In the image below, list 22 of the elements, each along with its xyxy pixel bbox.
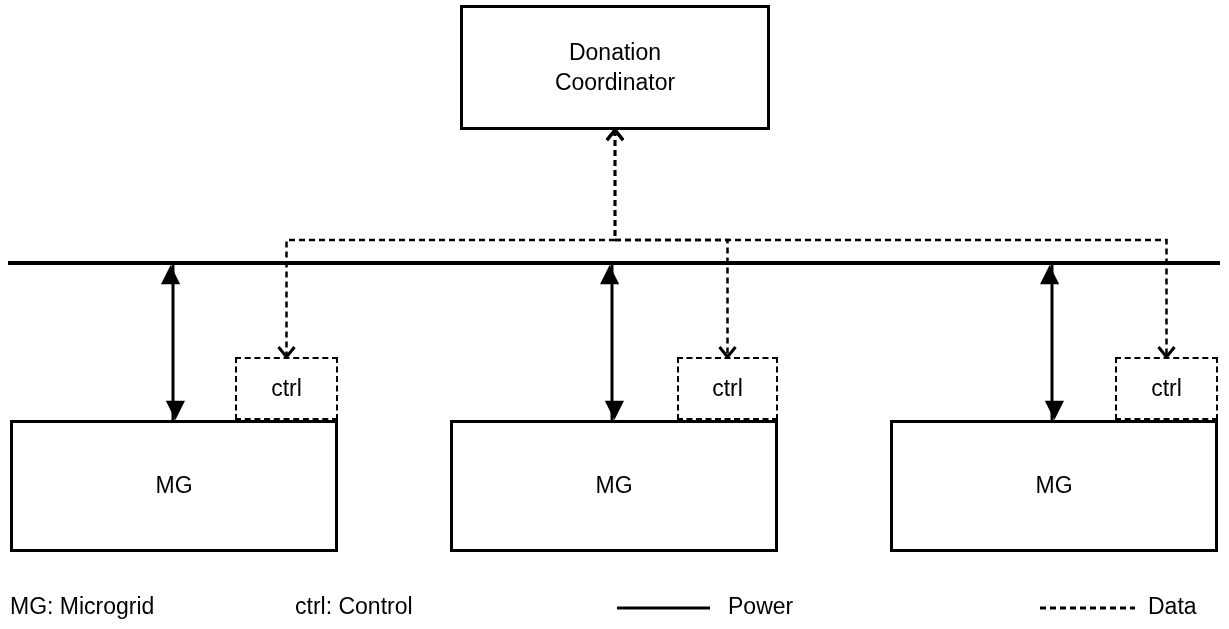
legend-label: Data: [1148, 593, 1197, 620]
control-box: [677, 357, 778, 420]
node-label: Donation Coordinator: [553, 37, 677, 97]
microgrid-box: [890, 420, 1218, 552]
node-label: ctrl: [271, 373, 302, 403]
power-arrow: [600, 265, 624, 420]
microgrid-box: [10, 420, 338, 552]
node-label: MG: [595, 471, 633, 501]
coordinator-box: [460, 5, 770, 130]
abbreviation-note: ctrl: Control: [295, 593, 413, 620]
power-arrow: [161, 265, 185, 420]
control-box: [1115, 357, 1218, 420]
data-arrow: [605, 128, 1176, 359]
legend-label: Power: [728, 593, 794, 620]
node-label: ctrl: [1151, 373, 1182, 403]
power-arrow: [1040, 265, 1064, 420]
microgrid-box: [450, 420, 778, 552]
node-label: ctrl: [712, 373, 743, 403]
control-box: [235, 357, 338, 420]
node-label: MG: [155, 471, 193, 501]
node-label: MG: [1035, 471, 1073, 501]
abbreviation-note: MG: Microgrid: [10, 593, 155, 620]
